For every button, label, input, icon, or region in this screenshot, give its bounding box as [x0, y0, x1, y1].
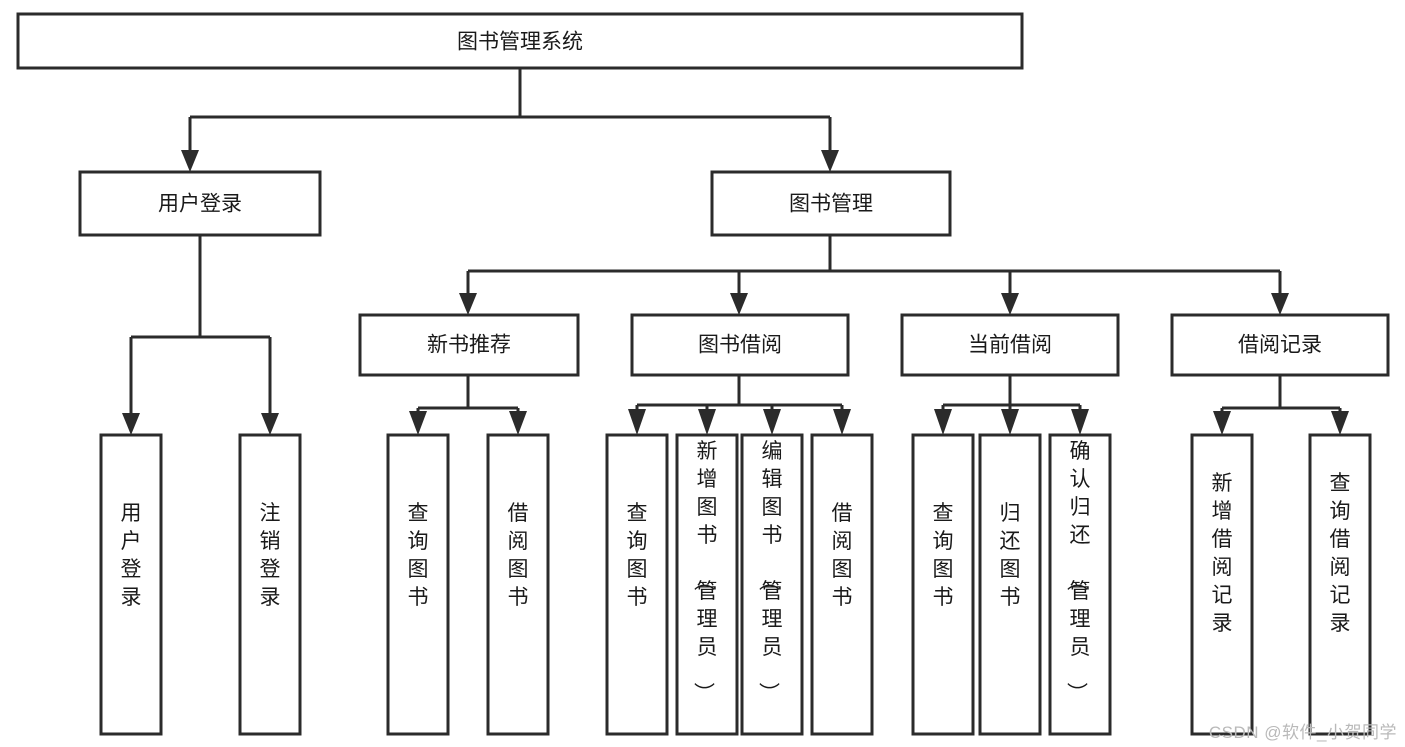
arrow-to-leaf-add-record	[1213, 411, 1231, 435]
node-user-login-box[interactable]	[78, 170, 322, 237]
arrow-to-leaf-borrow-book-1	[509, 411, 527, 435]
leaf-add-book-label: 新增图书（管理员）	[692, 440, 718, 703]
leaf-add-book-box[interactable]	[675, 433, 739, 736]
arrow-to-leaf-confirm-return	[1071, 409, 1089, 435]
leaf-query-book-1[interactable]: 查询图书	[386, 433, 450, 736]
csdn-watermark: CSDN @软件_小贺同学	[1208, 723, 1397, 742]
leaf-borrow-book-1[interactable]: 借阅图书	[486, 433, 550, 736]
leaf-query-book-1-box[interactable]	[386, 433, 450, 736]
arrow-to-user-login	[181, 150, 199, 172]
nodes-layer: 图书管理系统 用户登录 图书管理 新书推荐 图书借阅 当前	[16, 12, 1390, 736]
leaf-confirm-return-label: 确认归还（管理员）	[1065, 440, 1091, 703]
arrow-to-borrow-record	[1271, 293, 1289, 315]
node-current-borrow-label: 当前借阅	[968, 334, 1052, 357]
leaf-return-book[interactable]: 归还图书	[978, 433, 1042, 736]
leaf-borrow-book-2-label: 借阅图书	[832, 502, 853, 609]
leaf-user-login-label: 用户登录	[121, 502, 142, 609]
arrow-to-leaf-query-book-1	[409, 411, 427, 435]
leaf-query-book-3[interactable]: 查询图书	[911, 433, 975, 736]
arrow-to-leaf-edit-book	[763, 409, 781, 435]
leaf-add-record-box[interactable]	[1190, 433, 1254, 736]
arrow-to-book-borrow	[730, 293, 748, 315]
node-user-login[interactable]: 用户登录	[78, 170, 322, 237]
edges-layer	[122, 68, 1349, 435]
node-new-book-recommend-label: 新书推荐	[427, 334, 511, 357]
arrow-to-leaf-query-record	[1331, 411, 1349, 435]
leaf-logout-login[interactable]: 注销登录	[238, 433, 302, 736]
leaf-confirm-return[interactable]: 确认归还（管理员）	[1048, 433, 1112, 736]
leaf-edit-book[interactable]: 编辑图书（管理员）	[740, 433, 804, 736]
arrow-to-current-borrow	[1001, 293, 1019, 315]
arrow-to-leaf-borrow-book-2	[833, 409, 851, 435]
leaf-query-record-label: 查询借阅记录	[1330, 472, 1351, 635]
node-book-manage-box[interactable]	[710, 170, 952, 237]
leaf-confirm-return-box[interactable]	[1048, 433, 1112, 736]
leaf-user-login[interactable]: 用户登录	[99, 433, 163, 736]
arrow-to-new-book-recommend	[459, 293, 477, 315]
leaf-edit-book-box[interactable]	[740, 433, 804, 736]
node-current-borrow-box[interactable]	[900, 313, 1120, 377]
node-current-borrow[interactable]: 当前借阅	[900, 313, 1120, 377]
node-root-box[interactable]	[16, 12, 1024, 70]
leaf-query-book-2-box[interactable]	[605, 433, 669, 736]
arrow-to-leaf-query-book-3	[934, 409, 952, 435]
leaf-logout-login-box[interactable]	[238, 433, 302, 736]
leaf-query-record[interactable]: 查询借阅记录	[1308, 433, 1372, 736]
arrow-to-book-manage	[821, 150, 839, 172]
leaf-borrow-book-2-box[interactable]	[810, 433, 874, 736]
leaf-query-record-box[interactable]	[1308, 433, 1372, 736]
leaf-return-book-box[interactable]	[978, 433, 1042, 736]
node-borrow-record-box[interactable]	[1170, 313, 1390, 377]
leaf-borrow-book-1-label: 借阅图书	[508, 502, 529, 609]
node-book-manage[interactable]: 图书管理	[710, 170, 952, 237]
leaf-add-record-label: 新增借阅记录	[1212, 472, 1233, 635]
node-new-book-recommend-box[interactable]	[358, 313, 580, 377]
leaf-query-book-2-label: 查询图书	[627, 502, 648, 609]
node-borrow-record-label: 借阅记录	[1238, 334, 1322, 357]
leaf-return-book-label: 归还图书	[1000, 502, 1021, 609]
node-root[interactable]: 图书管理系统	[16, 12, 1024, 70]
leaf-query-book-2[interactable]: 查询图书	[605, 433, 669, 736]
node-user-login-label: 用户登录	[158, 193, 242, 216]
leaf-edit-book-label: 编辑图书（管理员）	[757, 440, 783, 703]
leaf-query-book-3-box[interactable]	[911, 433, 975, 736]
leaf-user-login-box[interactable]	[99, 433, 163, 736]
arrow-to-leaf-query-book-2	[628, 409, 646, 435]
node-borrow-record[interactable]: 借阅记录	[1170, 313, 1390, 377]
leaf-add-record[interactable]: 新增借阅记录	[1190, 433, 1254, 736]
leaf-query-book-3-label: 查询图书	[933, 502, 954, 609]
arrow-to-leaf-user-login	[122, 413, 140, 435]
leaf-query-book-1-label: 查询图书	[408, 502, 429, 609]
leaf-logout-login-label: 注销登录	[260, 502, 281, 609]
node-book-borrow-label: 图书借阅	[698, 334, 782, 357]
node-book-borrow-box[interactable]	[630, 313, 850, 377]
arrow-to-leaf-add-book	[698, 409, 716, 435]
leaf-add-book[interactable]: 新增图书（管理员）	[675, 433, 739, 736]
node-root-label: 图书管理系统	[457, 31, 583, 54]
arrow-to-leaf-logout-login	[261, 413, 279, 435]
node-book-manage-label: 图书管理	[789, 193, 873, 216]
node-book-borrow[interactable]: 图书借阅	[630, 313, 850, 377]
node-new-book-recommend[interactable]: 新书推荐	[358, 313, 580, 377]
leaf-borrow-book-2[interactable]: 借阅图书	[810, 433, 874, 736]
arrow-to-leaf-return-book	[1001, 409, 1019, 435]
leaf-borrow-book-1-box[interactable]	[486, 433, 550, 736]
